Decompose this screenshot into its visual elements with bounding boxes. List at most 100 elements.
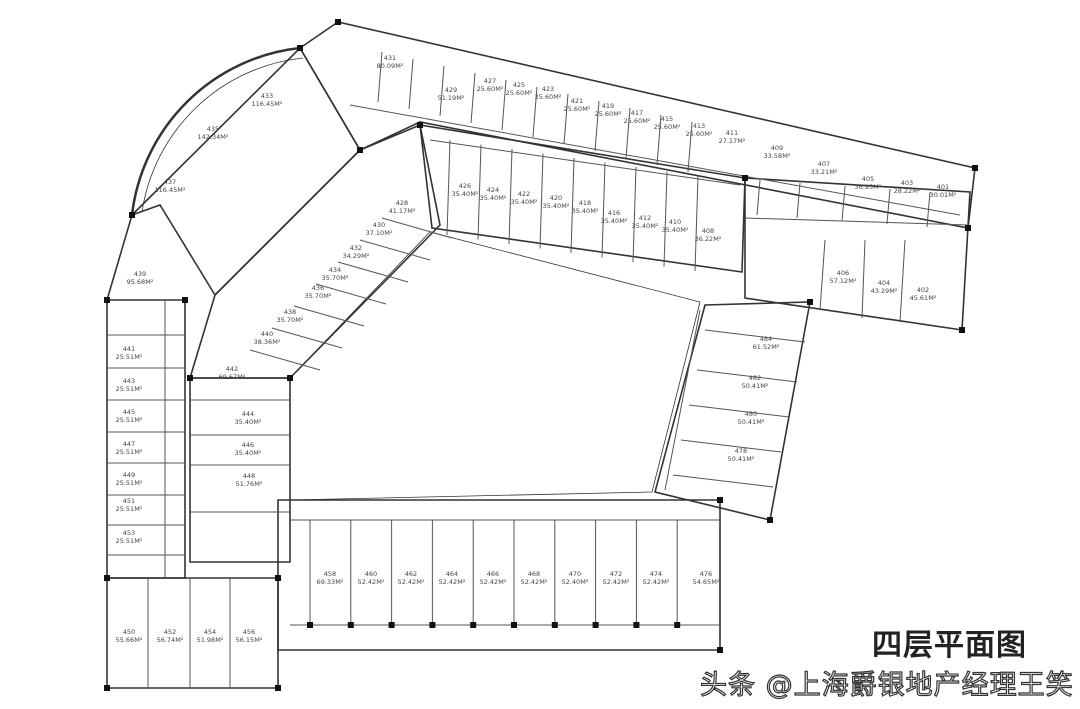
north-wing (298, 21, 976, 229)
column (129, 212, 135, 218)
room-area: 56.15M² (235, 636, 263, 644)
room-number: 466 (486, 570, 500, 578)
partition-wall (359, 239, 431, 261)
room-area: 52.42M² (520, 578, 548, 586)
room-area: 35.70M² (304, 292, 332, 300)
partition-wall (688, 404, 790, 418)
room-number: 458 (323, 570, 337, 578)
room-number: 419 (601, 102, 615, 110)
room-area: 25.51M² (115, 505, 143, 513)
column (417, 122, 423, 128)
column (717, 497, 723, 503)
room-number: 446 (241, 441, 255, 449)
room-number: 420 (549, 194, 563, 202)
room-number: 416 (607, 209, 621, 217)
column (592, 622, 599, 628)
room-number: 429 (444, 86, 458, 94)
room-area: 52.42M² (357, 578, 385, 586)
column (551, 622, 558, 628)
partition-wall (663, 171, 668, 267)
room-number: 478 (734, 447, 748, 455)
rotunda-inner-arc (141, 57, 304, 213)
room-area: 52.40M² (561, 578, 589, 586)
partition-wall (632, 166, 637, 263)
partition-wall (664, 309, 701, 491)
room-area: 25.51M² (115, 353, 143, 361)
inner-north-wing (419, 124, 746, 273)
room-area: 43.29M² (870, 287, 898, 295)
column (275, 575, 281, 581)
room-area: 25.51M² (115, 537, 143, 545)
partition-wall (381, 217, 453, 239)
room-area: 50.41M² (737, 418, 765, 426)
room-area: 50.41M² (727, 455, 755, 463)
room-number: 410 (668, 218, 682, 226)
room-area: 51.19M² (437, 94, 465, 102)
room-number: 439 (133, 270, 147, 278)
partition-wall (594, 100, 600, 152)
room-number: 413 (692, 122, 706, 130)
column (742, 175, 748, 181)
room-area: 30.01M² (929, 191, 957, 199)
room-area: 142.34M² (197, 133, 229, 141)
partition-wall (861, 239, 866, 319)
room-number: 403 (900, 179, 914, 187)
room-area: 45.61M² (909, 294, 937, 302)
partition-wall (694, 175, 699, 272)
partition-wall (756, 179, 761, 216)
room-number: 427 (483, 77, 497, 85)
room-number: 448 (242, 472, 256, 480)
partition-wall (501, 79, 507, 131)
room-number: 482 (748, 374, 762, 382)
room-number: 431 (383, 54, 397, 62)
room-area: 35.70M² (321, 274, 349, 282)
column (275, 685, 281, 691)
partition-wall (819, 239, 826, 311)
room-number: 417 (630, 109, 644, 117)
rotunda-block (131, 46, 362, 297)
partition-wall (439, 65, 445, 117)
partition-wall (926, 191, 931, 228)
courtyard-edge (289, 231, 701, 501)
column (717, 647, 723, 653)
room-number: 432 (349, 244, 363, 252)
watermark: 头条 @上海爵银地产经理王笑 (699, 669, 1074, 701)
room-number: 404 (877, 279, 891, 287)
partition-wall (899, 239, 906, 323)
room-number: 405 (861, 175, 875, 183)
partition-wall (271, 327, 343, 349)
room-number: 406 (836, 269, 850, 277)
room-area: 35.70M² (276, 316, 304, 324)
room-number: 409 (770, 144, 784, 152)
room-number: 484 (759, 335, 773, 343)
room-number: 480 (744, 410, 758, 418)
partition-wall (841, 185, 846, 222)
partition-wall (656, 114, 662, 166)
room-area: 69.33M² (316, 578, 344, 586)
